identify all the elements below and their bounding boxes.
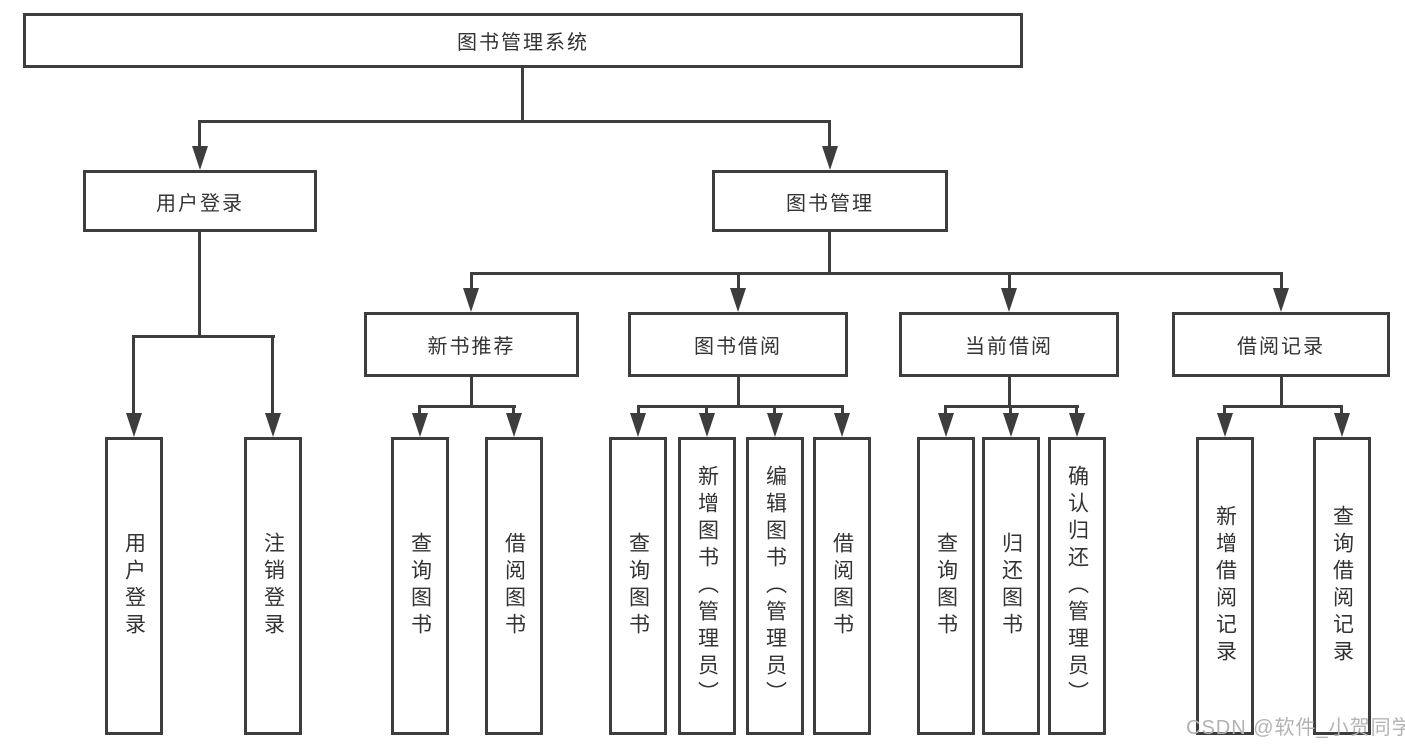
arrow-down-icon [506, 413, 522, 437]
connector-line [1075, 405, 1078, 415]
leaf-edit-book-admin: 编辑图书（管理员） [746, 437, 804, 735]
node-new-book-recommend-label: 新书推荐 [427, 336, 516, 358]
leaf-borrow-book-recommend: 借阅图书 [485, 437, 543, 735]
arrow-down-icon [265, 413, 281, 437]
leaf-add-borrow-record: 新增借阅记录 [1196, 437, 1254, 735]
leaf-return-book-label: 归还图书 [999, 532, 1023, 640]
csdn-watermark: CSDN @软件_小贺同学 [1186, 717, 1405, 739]
connector-line [132, 335, 275, 338]
leaf-user-login: 用户登录 [105, 437, 163, 735]
node-root-library-system: 图书管理系统 [23, 13, 1023, 68]
arrow-down-icon [1273, 288, 1289, 312]
node-new-book-recommend: 新书推荐 [364, 312, 579, 377]
arrow-down-icon [126, 413, 142, 437]
arrow-down-icon [938, 413, 954, 437]
leaf-borrow-book-borrowing-label: 借阅图书 [830, 532, 854, 640]
connector-line [418, 405, 421, 415]
arrow-down-icon [1001, 288, 1017, 312]
connector-line [198, 232, 201, 335]
connector-line [1340, 405, 1343, 415]
node-user-login: 用户登录 [83, 170, 317, 232]
connector-line [198, 120, 201, 148]
leaf-query-book-recommend: 查询图书 [391, 437, 449, 735]
node-borrowing-records-label: 借阅记录 [1237, 336, 1325, 358]
connector-line [737, 377, 740, 405]
connector-line [737, 272, 740, 290]
connector-line [1009, 405, 1012, 415]
arrow-down-icon [1069, 413, 1085, 437]
connector-line [1008, 377, 1011, 405]
connector-line [198, 120, 831, 123]
connector-line [271, 335, 274, 415]
connector-line [1223, 405, 1343, 408]
arrow-down-icon [834, 413, 850, 437]
connector-line [841, 405, 844, 415]
node-book-management-label: 图书管理 [786, 192, 874, 215]
arrow-down-icon [699, 413, 715, 437]
connector-line [418, 405, 516, 408]
node-borrowing-records: 借阅记录 [1172, 312, 1390, 377]
leaf-add-borrow-record-label: 新增借阅记录 [1213, 505, 1237, 667]
leaf-query-book-recommend-label: 查询图书 [408, 532, 432, 640]
connector-line [828, 120, 831, 148]
connector-line [1223, 405, 1226, 415]
arrow-down-icon [730, 288, 746, 312]
node-book-management: 图书管理 [712, 170, 948, 232]
leaf-user-login-label: 用户登录 [122, 532, 146, 640]
arrow-down-icon [822, 146, 838, 170]
connector-line [773, 405, 776, 415]
leaf-query-book-borrowing: 查询图书 [609, 437, 667, 735]
arrow-down-icon [463, 288, 479, 312]
node-user-login-label: 用户登录 [156, 192, 244, 215]
leaf-query-borrow-record: 查询借阅记录 [1313, 437, 1371, 735]
connector-line [705, 405, 708, 415]
connector-line [470, 272, 473, 290]
connector-line [512, 405, 515, 415]
leaf-borrow-book-borrowing: 借阅图书 [813, 437, 871, 735]
node-book-borrowing-label: 图书借阅 [694, 336, 782, 358]
connector-line [944, 405, 947, 415]
leaf-query-book-borrowing-label: 查询图书 [626, 532, 650, 640]
node-book-borrowing: 图书借阅 [628, 312, 848, 377]
connector-line [521, 68, 524, 120]
leaf-confirm-return-admin: 确认归还（管理员） [1048, 437, 1106, 735]
arrow-down-icon [192, 146, 208, 170]
leaf-return-book: 归还图书 [982, 437, 1040, 735]
leaf-add-book-admin-label: 新增图书（管理员） [695, 464, 719, 708]
connector-line [1008, 272, 1011, 290]
connector-line [637, 405, 640, 415]
leaf-logout-login: 注销登录 [244, 437, 302, 735]
arrow-down-icon [1217, 413, 1233, 437]
arrow-down-icon [1003, 413, 1019, 437]
connector-line [470, 377, 473, 405]
node-root-label: 图书管理系统 [457, 32, 589, 54]
leaf-logout-login-label: 注销登录 [261, 532, 285, 640]
connector-line [1280, 377, 1283, 405]
node-current-borrowing-label: 当前借阅 [965, 336, 1053, 358]
connector-line [637, 405, 844, 408]
arrow-down-icon [630, 413, 646, 437]
leaf-query-book-current-label: 查询图书 [934, 532, 958, 640]
arrow-down-icon [412, 413, 428, 437]
leaf-edit-book-admin-label: 编辑图书（管理员） [763, 464, 787, 708]
connector-line [1280, 272, 1283, 290]
leaf-query-book-current: 查询图书 [917, 437, 975, 735]
node-current-borrowing: 当前借阅 [899, 312, 1119, 377]
connector-line [828, 232, 831, 272]
leaf-add-book-admin: 新增图书（管理员） [678, 437, 736, 735]
leaf-confirm-return-admin-label: 确认归还（管理员） [1065, 464, 1089, 708]
arrow-down-icon [767, 413, 783, 437]
connector-line [470, 272, 1283, 275]
connector-line [132, 335, 135, 415]
leaf-query-borrow-record-label: 查询借阅记录 [1330, 505, 1354, 667]
leaf-borrow-book-recommend-label: 借阅图书 [502, 532, 526, 640]
arrow-down-icon [1334, 413, 1350, 437]
